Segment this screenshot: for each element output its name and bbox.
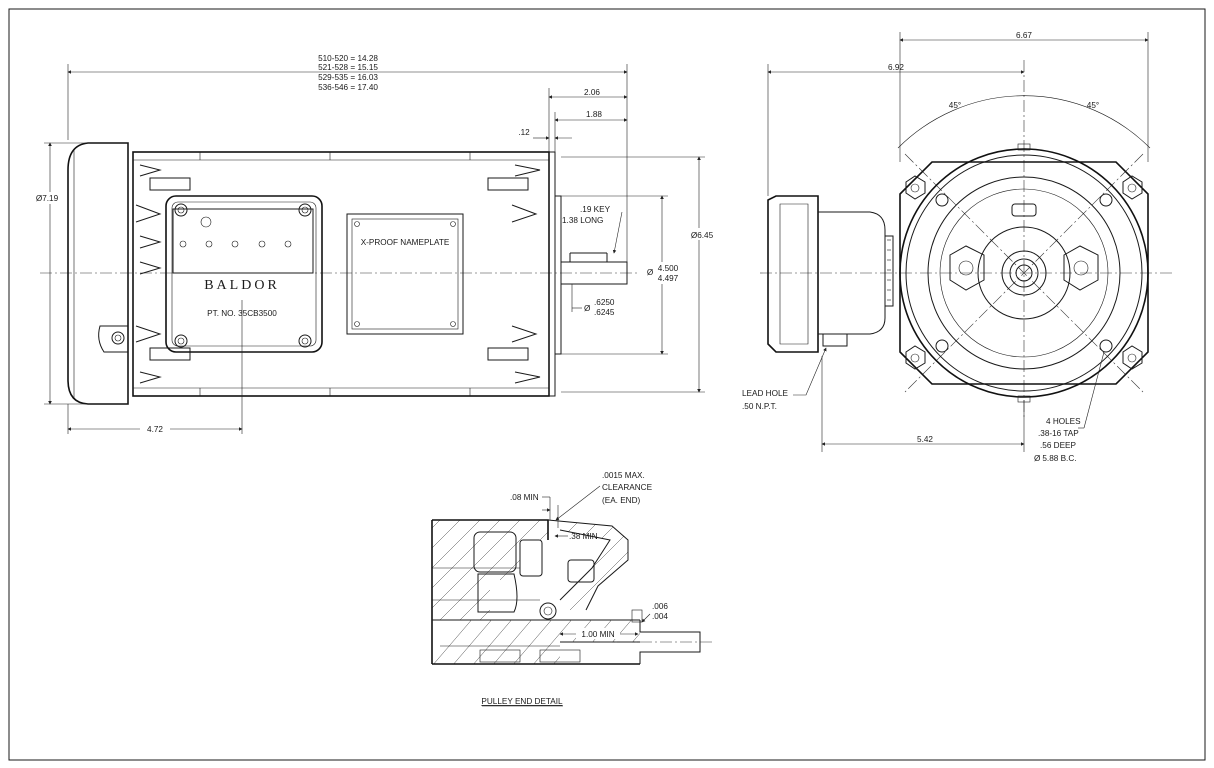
svg-text:.006: .006 [652, 602, 668, 611]
svg-text:1.88: 1.88 [586, 110, 602, 119]
svg-text:529-535 = 16.03: 529-535 = 16.03 [318, 73, 378, 82]
svg-text:.004: .004 [652, 612, 668, 621]
svg-text:LEAD HOLE: LEAD HOLE [742, 389, 788, 398]
svg-text:Ø6.45: Ø6.45 [691, 231, 714, 240]
svg-text:.19 KEY: .19 KEY [580, 205, 611, 214]
pilot-dia-dim: Ø 4.500 4.497 [561, 195, 679, 355]
shaft [560, 261, 628, 285]
svg-text:.12: .12 [518, 128, 530, 137]
nameplate-label: X-PROOF NAMEPLATE [361, 238, 450, 247]
dia-endcap-dim: Ø7.19 [28, 142, 90, 405]
svg-text:2.06: 2.06 [584, 88, 600, 97]
front-flange [548, 151, 556, 397]
sheet-border [8, 8, 1206, 761]
svg-text:521-528 = 15.15: 521-528 = 15.15 [318, 63, 378, 72]
svg-text:.6245: .6245 [594, 308, 615, 317]
bolt-circle-arc [897, 95, 1151, 149]
end-view: 6.67 6.92 45° 45° LEAD HOLE .50 N.P.T. 5… [742, 31, 1175, 463]
svg-text:Ø: Ø [647, 268, 654, 277]
nameplate: X-PROOF NAMEPLATE [346, 213, 464, 335]
svg-text:Ø5.88 B.C.: Ø5.88 B.C. [1034, 454, 1077, 463]
pulley-end-detail: .0015 MAX. CLEARANCE (EA. END) .08 MIN .… [431, 471, 712, 707]
svg-text:(EA. END): (EA. END) [602, 496, 640, 505]
tie-rod-bolts-top [135, 164, 541, 275]
svg-text:.38 MIN: .38 MIN [569, 532, 598, 541]
svg-text:4.72: 4.72 [147, 425, 163, 434]
height-from-cl-dim: 6.92 [767, 63, 1025, 196]
tie-rod-bolts-bottom [135, 325, 541, 384]
svg-text:5.42: 5.42 [917, 435, 933, 444]
svg-text:6.92: 6.92 [888, 63, 904, 72]
svg-text:.0015 MAX.: .0015 MAX. [602, 471, 645, 480]
svg-text:.08 MIN: .08 MIN [510, 493, 539, 502]
brand-label: BALDOR [204, 278, 280, 293]
svg-text:1.00 MIN: 1.00 MIN [581, 630, 614, 639]
svg-text:.6250: .6250 [594, 298, 615, 307]
svg-text:.50 N.P.T.: .50 N.P.T. [742, 402, 777, 411]
svg-text:.56 DEEP: .56 DEEP [1040, 441, 1076, 450]
svg-text:4.500: 4.500 [658, 264, 679, 273]
svg-text:Ø: Ø [584, 304, 591, 313]
ul-mark [200, 216, 212, 228]
corner-bolts [905, 175, 1143, 370]
key-callout: .19 KEY 1.38 LONG [562, 205, 623, 254]
width-dim: 6.67 [899, 31, 1149, 162]
shaft-extension-dims: 2.06 1.88 .12 [518, 88, 628, 152]
detail-title: PULLEY END DETAIL [481, 697, 563, 706]
ground-lug [98, 325, 128, 353]
flange-outline [899, 161, 1149, 385]
svg-text:6.67: 6.67 [1016, 31, 1032, 40]
side-view: BALDOR PT. NO. 35CB3500 X-PROOF NAMEPLAT… [28, 54, 720, 434]
fan-cover [67, 142, 129, 405]
lead-hole-callout: LEAD HOLE .50 N.P.T. [742, 347, 827, 411]
mount-dist-dim: 4.72 [67, 300, 243, 434]
shaft-dia-dim: Ø .6250 .6245 [571, 284, 615, 317]
dia-endcap-label: Ø7.19 [36, 194, 59, 203]
svg-text:536-546 = 17.40: 536-546 = 17.40 [318, 83, 378, 92]
svg-text:CLEARANCE: CLEARANCE [602, 483, 653, 492]
box-dist-dim: 5.42 [821, 356, 1025, 452]
svg-text:4 HOLES: 4 HOLES [1046, 417, 1081, 426]
motor-frame [132, 151, 550, 397]
conduit-box: BALDOR PT. NO. 35CB3500 [165, 195, 323, 353]
angle-right: 45° [1087, 101, 1099, 110]
svg-text:510-520 = 14.28: 510-520 = 14.28 [318, 54, 378, 63]
dia-frame-dim: Ø6.45 [561, 156, 720, 393]
svg-text:1.38 LONG: 1.38 LONG [562, 216, 603, 225]
svg-text:.38-16 TAP: .38-16 TAP [1038, 429, 1079, 438]
svg-text:4.497: 4.497 [658, 274, 679, 283]
angle-left: 45° [949, 101, 961, 110]
conduit-box-side [767, 195, 894, 353]
